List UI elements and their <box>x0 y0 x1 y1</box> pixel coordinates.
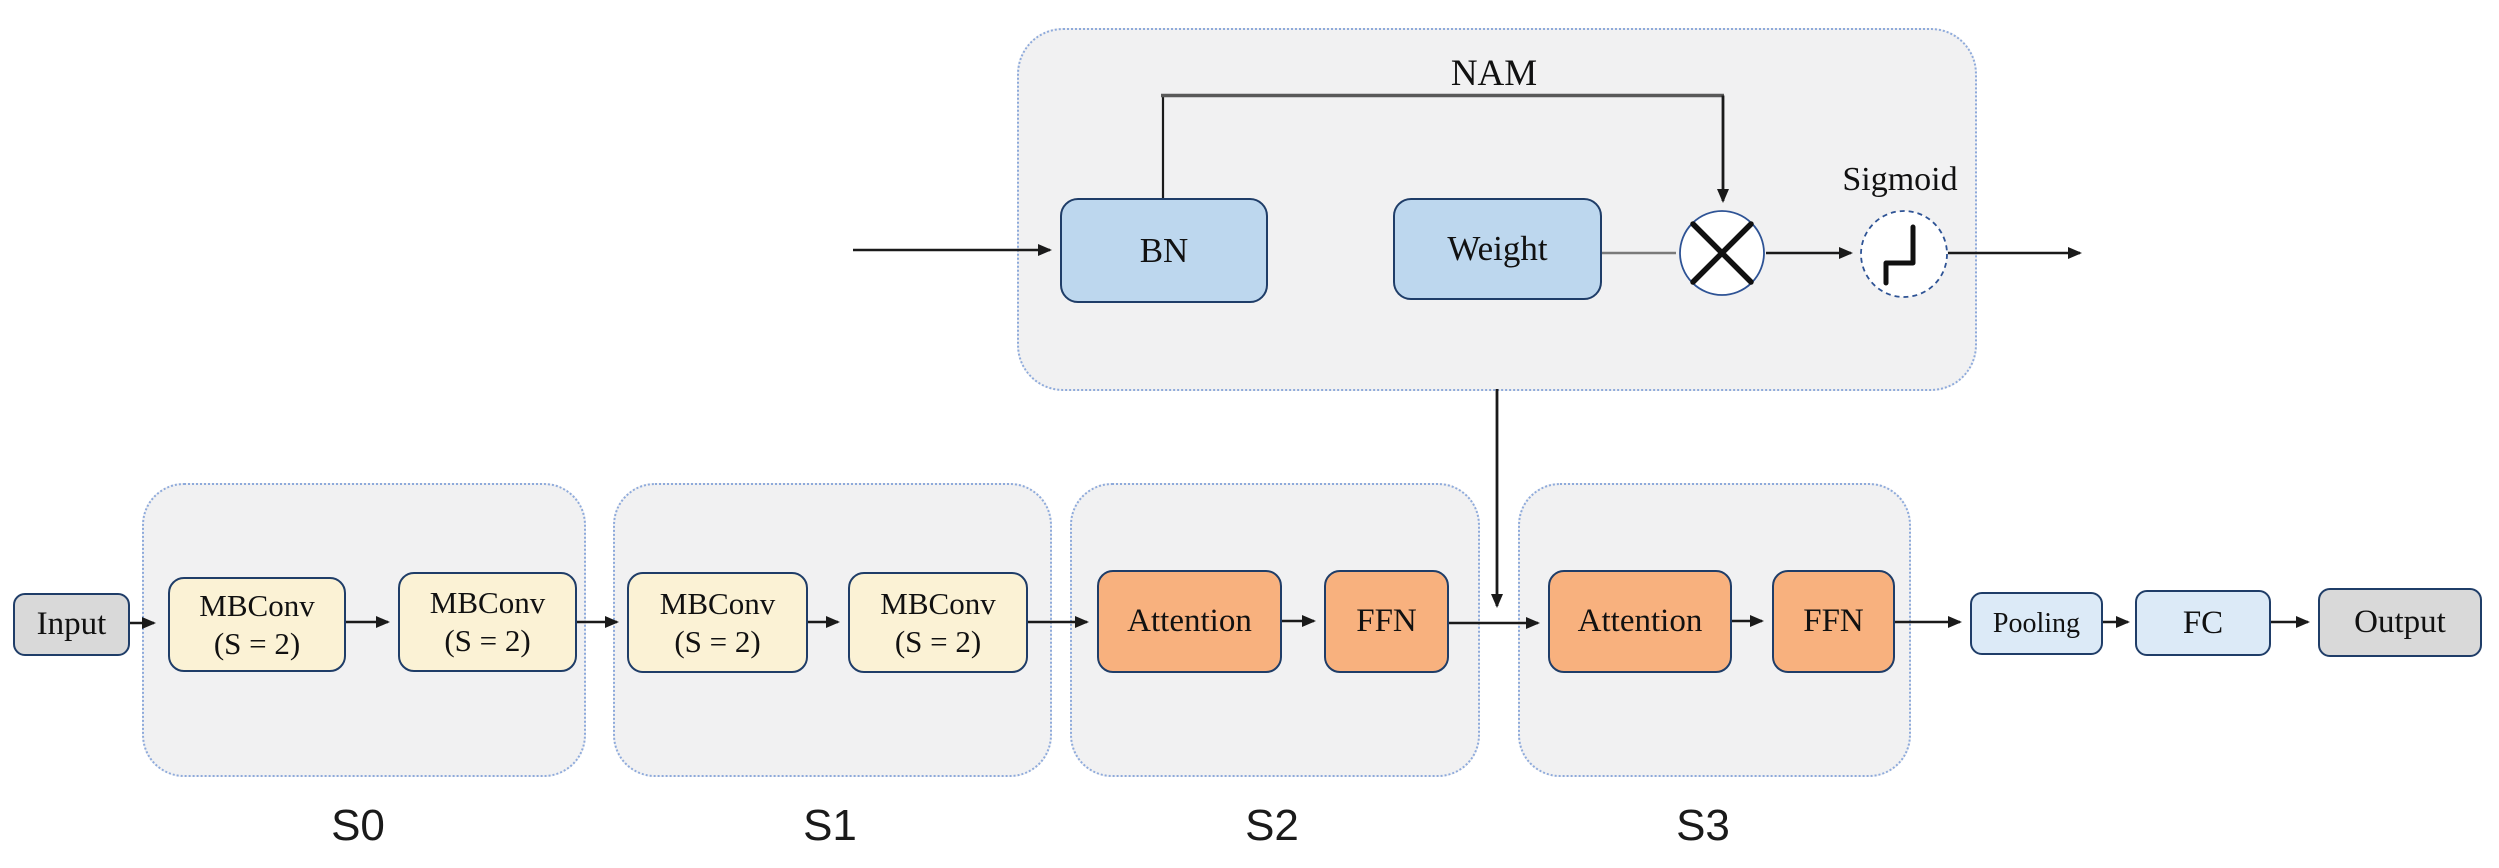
stage-s1-label: S1 <box>803 801 857 850</box>
weight-label: Weight <box>1447 229 1548 268</box>
s3-attention-box: Attention <box>1548 570 1732 673</box>
s1-mbconv-1-line2: (S = 2) <box>674 623 761 659</box>
stage-s0-label: S0 <box>331 801 385 850</box>
s1-mbconv-1-box: MBConv (S = 2) <box>627 572 808 673</box>
s1-mbconv-2-box: MBConv (S = 2) <box>848 572 1028 673</box>
nam-title: NAM <box>1450 53 1538 94</box>
s0-mbconv-1-box: MBConv (S = 2) <box>168 577 346 672</box>
s1-mbconv-2-line1: MBConv <box>880 585 996 621</box>
input-label: Input <box>36 606 107 642</box>
output-box: Output <box>2318 588 2482 657</box>
sigmoid-label: Sigmoid <box>1842 161 1958 198</box>
fc-label: FC <box>2182 604 2224 641</box>
output-label: Output <box>2354 604 2446 640</box>
bn-label: BN <box>1139 230 1189 270</box>
s2-attention-box: Attention <box>1097 570 1282 673</box>
s0-mbconv-1-line1: MBConv <box>199 587 315 623</box>
s0-mbconv-2-box: MBConv (S = 2) <box>398 572 577 672</box>
input-box: Input <box>13 593 130 656</box>
s3-ffn-box: FFN <box>1772 570 1895 673</box>
bn-box: BN <box>1060 198 1268 303</box>
s0-mbconv-1-line2: (S = 2) <box>213 625 301 661</box>
stage-s3-label: S3 <box>1676 801 1730 850</box>
s2-attention-label: Attention <box>1127 603 1252 639</box>
stage-s2-label: S2 <box>1245 801 1299 850</box>
s2-ffn-box: FFN <box>1324 570 1449 673</box>
s3-ffn-label: FFN <box>1803 603 1864 639</box>
weight-box: Weight <box>1393 198 1602 300</box>
pooling-box: Pooling <box>1970 592 2103 655</box>
fc-box: FC <box>2135 590 2271 656</box>
s2-ffn-label: FFN <box>1356 603 1417 639</box>
pooling-label: Pooling <box>1992 607 2081 639</box>
s3-attention-label: Attention <box>1577 603 1703 639</box>
s0-mbconv-2-line1: MBConv <box>429 585 546 621</box>
s0-mbconv-2-line2: (S = 2) <box>444 623 531 658</box>
s1-mbconv-2-line2: (S = 2) <box>894 623 982 659</box>
s1-mbconv-1-line1: MBConv <box>659 585 776 621</box>
